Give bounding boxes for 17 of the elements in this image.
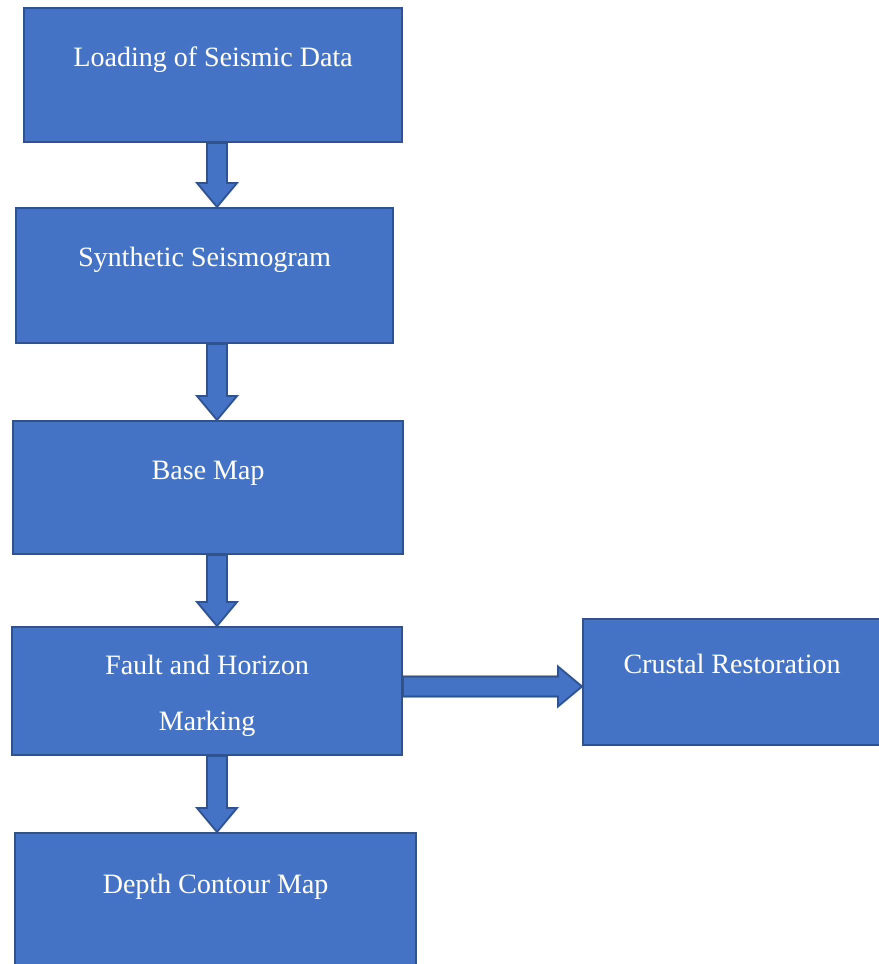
block-arrow: [194, 343, 240, 422]
box-label: Synthetic Seismogram: [78, 241, 331, 275]
block-arrow: [402, 664, 584, 709]
block-arrow: [194, 554, 240, 628]
process-box: [23, 7, 403, 143]
process-box: [14, 832, 417, 964]
process-box: [15, 207, 394, 344]
process-box: [11, 626, 403, 756]
process-box: [582, 618, 879, 746]
box-label: Loading of Seismic Data: [73, 41, 353, 75]
box-label: Fault and Horizon Marking: [104, 649, 310, 739]
box-label: Crustal Restoration: [624, 648, 840, 682]
block-arrow: [194, 755, 240, 834]
box-label: Base Map: [152, 454, 264, 488]
process-box: [12, 420, 404, 555]
box-label: Depth Contour Map: [102, 868, 328, 902]
block-arrow: [194, 142, 240, 209]
